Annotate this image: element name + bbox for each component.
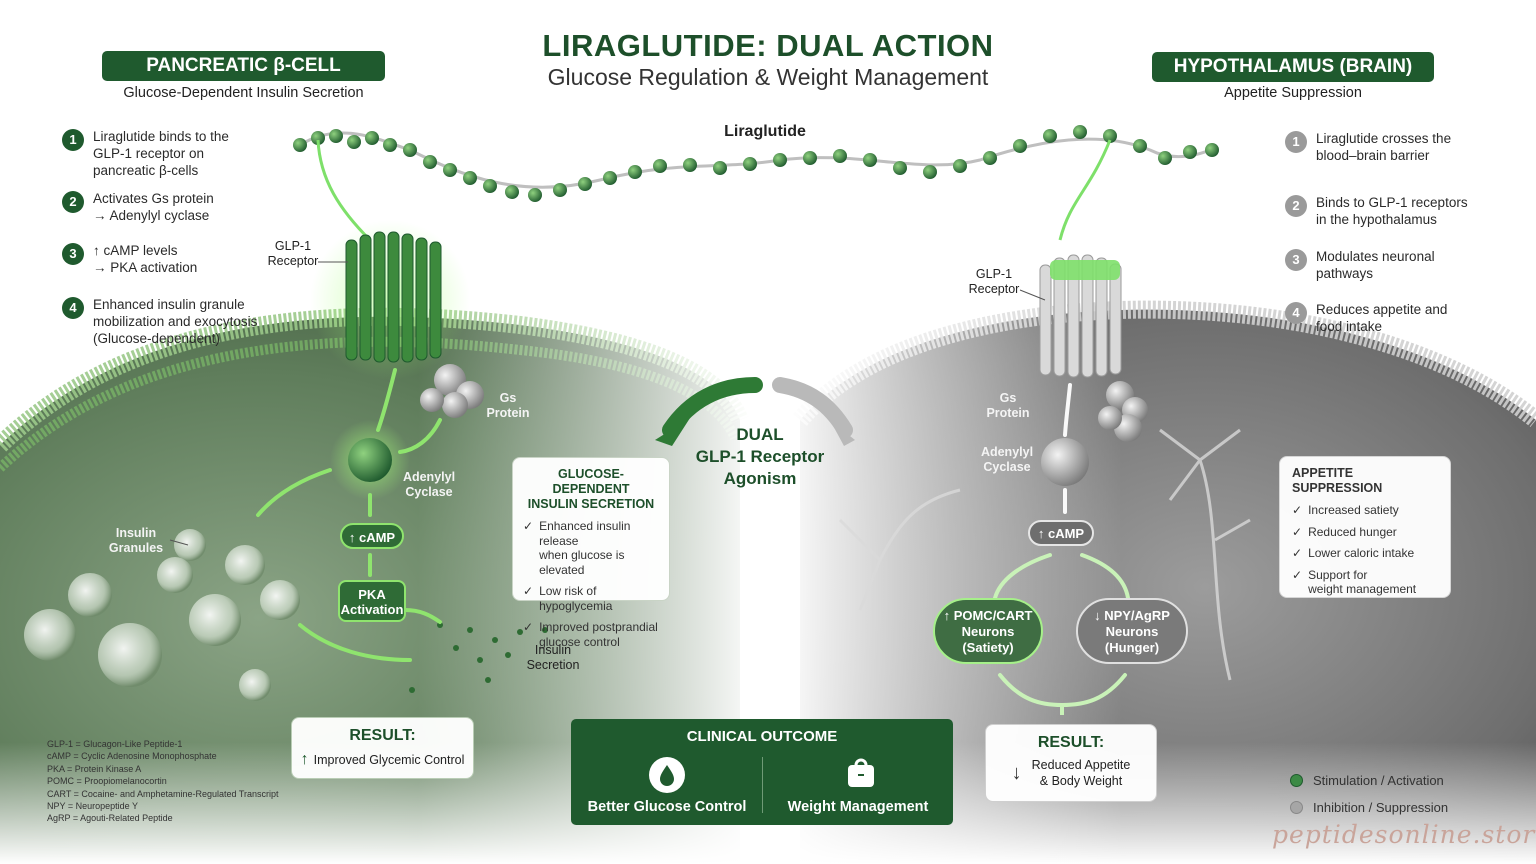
npy-agrp-neurons: ↓ NPY/AgRP Neurons (Hunger) xyxy=(1076,598,1188,664)
left-gs-protein-label: Gs Protein xyxy=(486,391,530,420)
left-result-box: RESULT: ↑ Improved Glycemic Control xyxy=(291,717,474,779)
insulin-box-item: ✓Improved postprandial glucose control xyxy=(523,620,658,649)
left-step-2: 2 Activates Gs protein → Adenylyl cyclas… xyxy=(62,190,282,224)
right-gs-protein-label: Gs Protein xyxy=(986,391,1030,420)
abbreviation-item: cAMP = Cyclic Adenosine Monophosphate xyxy=(47,751,217,762)
liraglutide-label: Liraglutide xyxy=(724,123,806,140)
right-adenylyl-cyclase-label: Adenylyl Cyclase xyxy=(980,445,1034,474)
right-step-2: 2 Binds to GLP-1 receptors in the hypoth… xyxy=(1285,194,1515,228)
left-receptor-label: GLP-1 Receptor xyxy=(267,239,319,268)
left-result-text: Improved Glycemic Control xyxy=(313,753,465,767)
step-number: 4 xyxy=(62,297,84,319)
right-camp-node: ↑ cAMP xyxy=(1028,520,1094,546)
clinical-outcome-title: CLINICAL OUTCOME xyxy=(686,728,838,745)
check-icon: ✓ xyxy=(1292,546,1303,560)
step-number: 2 xyxy=(62,191,84,213)
step-text: Reduces appetite and food intake xyxy=(1316,302,1448,334)
weight-scale-icon xyxy=(844,757,878,791)
check-icon: ✓ xyxy=(523,620,534,634)
watermark: peptidesonline.store xyxy=(1272,820,1536,849)
step-text: Liraglutide crosses the blood–brain barr… xyxy=(1316,131,1452,163)
up-arrow-icon: ↑ xyxy=(300,751,309,768)
step-number: 1 xyxy=(62,129,84,151)
right-result-box: RESULT: ↓ Reduced Appetite & Body Weight xyxy=(985,724,1157,802)
left-step-4: 4 Enhanced insulin granule mobilization … xyxy=(62,296,302,347)
appetite-box-item: ✓Support for weight management xyxy=(1292,567,1417,597)
appetite-box-item: ✓Lower caloric intake xyxy=(1292,546,1415,560)
down-arrow-icon: ↓ xyxy=(1011,761,1022,784)
check-icon: ✓ xyxy=(1292,524,1303,539)
appetite-box-item: ✓Reduced hunger xyxy=(1292,524,1397,539)
appetite-suppression-box: APPETITE SUPPRESSION ✓Increased satiety … xyxy=(1279,456,1451,598)
step-text: Binds to GLP-1 receptors in the hypothal… xyxy=(1316,195,1468,227)
right-panel-subtitle: Appetite Suppression xyxy=(1224,85,1362,101)
legend-item-inhibition: Inhibition / Suppression xyxy=(1290,800,1448,815)
check-icon: ✓ xyxy=(523,584,534,598)
step-number: 1 xyxy=(1285,131,1307,153)
step-text: Modulates neuronal pathways xyxy=(1316,249,1435,281)
insulin-secretion-box: GLUCOSE-DEPENDENT INSULIN SECRETION ✓Enh… xyxy=(512,457,670,649)
better-glucose-control-label: Better Glucose Control xyxy=(587,799,747,815)
step-number: 2 xyxy=(1285,195,1307,217)
right-receptor-label: GLP-1 Receptor xyxy=(968,267,1020,296)
insulin-secretion-label: Insulin Secretion xyxy=(526,643,580,672)
abbreviation-item: AgRP = Agouti-Related Peptide xyxy=(47,813,173,824)
appetite-box-title: APPETITE SUPPRESSION xyxy=(1292,466,1383,495)
left-result-title: RESULT: xyxy=(349,727,416,744)
insulin-box-item: ✓Low risk of hypoglycemia xyxy=(523,584,613,613)
right-step-1: 1 Liraglutide crosses the blood–brain ba… xyxy=(1285,130,1515,164)
clinical-outcome-box: CLINICAL OUTCOME Better Glucose Control … xyxy=(571,719,953,825)
check-icon: ✓ xyxy=(1292,567,1303,582)
insulin-box-item: ✓Enhanced insulin release when glucose i… xyxy=(523,519,631,577)
abbreviation-item: NPY = Neuropeptide Y xyxy=(47,801,138,812)
step-text: Liraglutide binds to the GLP-1 receptor … xyxy=(93,129,229,178)
insulin-granules-label: Insulin Granules xyxy=(108,526,164,555)
abbreviation-item: PKA = Protein Kinase A xyxy=(47,763,142,774)
legend-item-stimulation: Stimulation / Activation xyxy=(1290,773,1448,788)
left-panel-subtitle: Glucose-Dependent Insulin Secretion xyxy=(123,85,364,101)
abbreviation-item: CART = Cocaine- and Amphetamine-Regulate… xyxy=(47,788,279,799)
right-result-text: Reduced Appetite & Body Weight xyxy=(1031,758,1131,788)
step-text: ↑ cAMP levels → PKA activation xyxy=(93,243,198,275)
left-camp-node: ↑ cAMP xyxy=(340,523,404,549)
step-text: Activates Gs protein → Adenylyl cyclase xyxy=(93,191,214,223)
pomc-cart-neurons: ↑ POMC/CART Neurons (Satiety) xyxy=(933,598,1043,664)
gray-dot-icon xyxy=(1290,801,1303,814)
right-step-3: 3 Modulates neuronal pathways xyxy=(1285,248,1515,282)
weight-management-label: Weight Management xyxy=(787,799,929,815)
abbreviation-item: GLP-1 = Glucagon-Like Peptide-1 xyxy=(47,739,183,749)
step-number: 3 xyxy=(1285,249,1307,271)
appetite-box-item: ✓Increased satiety xyxy=(1292,503,1399,517)
green-dot-icon xyxy=(1290,774,1303,787)
main-subtitle: Glucose Regulation & Weight Management xyxy=(547,64,989,90)
left-adenylyl-cyclase-label: Adenylyl Cyclase xyxy=(402,470,456,499)
right-panel-header: HYPOTHALAMUS (BRAIN) xyxy=(1152,52,1434,82)
abbreviation-item: POMC = Proopiomelanocortin xyxy=(47,776,167,787)
step-text: Enhanced insulin granule mobilization an… xyxy=(93,297,258,346)
right-step-4: 4 Reduces appetite and food intake xyxy=(1285,301,1515,335)
right-result-title: RESULT: xyxy=(1037,734,1105,751)
left-step-1: 1 Liraglutide binds to the GLP-1 recepto… xyxy=(62,128,282,179)
left-panel-header: PANCREATIC β-CELL xyxy=(102,51,385,81)
check-icon: ✓ xyxy=(1292,503,1303,517)
dual-agonism-label: DUAL GLP-1 Receptor Agonism xyxy=(695,425,825,488)
check-icon: ✓ xyxy=(523,519,534,533)
pka-activation-node: PKA Activation xyxy=(338,580,406,622)
main-title: LIRAGLUTIDE: DUAL ACTION xyxy=(542,28,994,63)
step-number: 3 xyxy=(62,243,84,265)
left-step-3: 3 ↑ cAMP levels → PKA activation xyxy=(62,242,282,276)
divider xyxy=(762,757,763,813)
insulin-box-title: GLUCOSE-DEPENDENT INSULIN SECRETION xyxy=(527,467,655,511)
abbreviations-list: GLP-1 = Glucagon-Like Peptide-1 cAMP = C… xyxy=(47,738,307,825)
step-number: 4 xyxy=(1285,302,1307,324)
legend: Stimulation / Activation Inhibition / Su… xyxy=(1290,773,1448,815)
glucose-drop-icon xyxy=(649,757,685,793)
